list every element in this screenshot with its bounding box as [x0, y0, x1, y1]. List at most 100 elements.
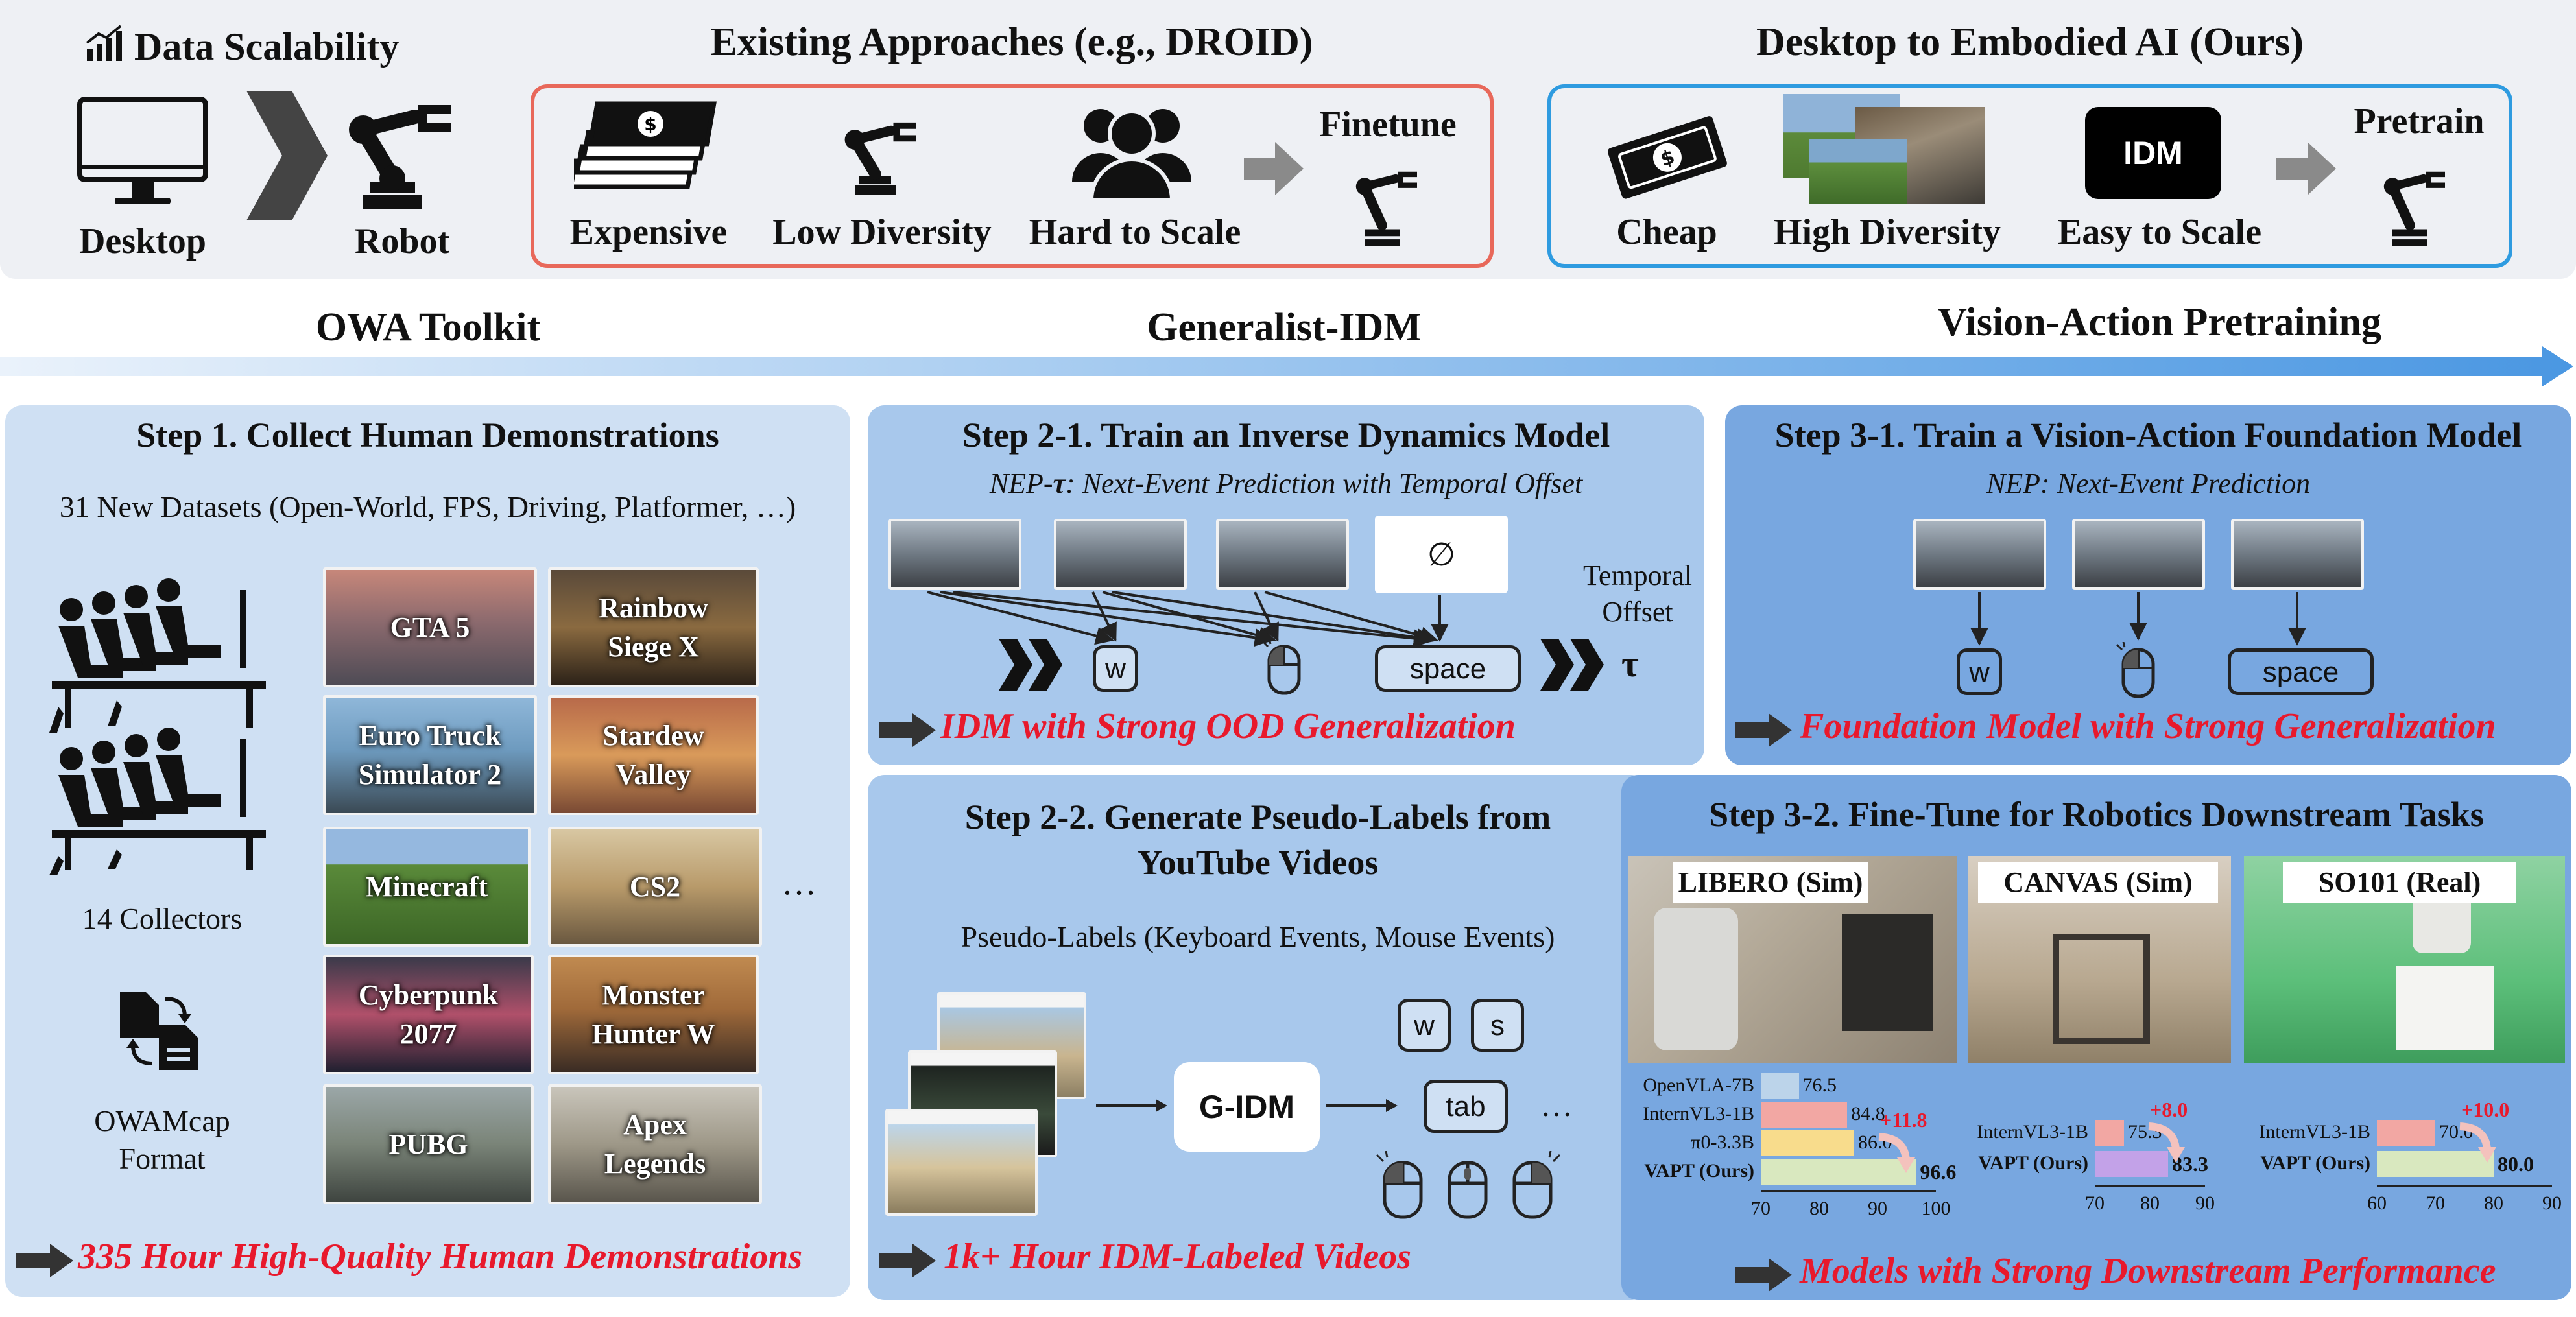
game-thumbnail: PUBG — [323, 1084, 534, 1204]
frame-3 — [2231, 519, 2364, 590]
x-tick-label: 90 — [2195, 1192, 2215, 1214]
x-tick-label: 70 — [2085, 1192, 2105, 1214]
format-line1: OWAMcap — [94, 1104, 230, 1137]
bar-label: OpenVLA-7B — [1643, 1074, 1754, 1096]
ours-title: Desktop to Embodied AI (Ours) — [1756, 20, 2304, 64]
null-frame: ∅ — [1375, 516, 1508, 593]
arrow-right-icon — [879, 1244, 936, 1277]
game-title-line: Simulator 2 — [358, 758, 502, 790]
key-w: w — [1093, 645, 1138, 692]
money-stack-icon: $ — [574, 101, 717, 189]
step2-2-result: 1k+ Hour IDM-Labeled Videos — [944, 1237, 1412, 1277]
bar — [2095, 1120, 2125, 1146]
key-w: w — [1398, 999, 1451, 1052]
temporal-offset-label: Temporal Offset — [1563, 558, 1712, 630]
more-labels-ellipsis: … — [1540, 1087, 1573, 1123]
game-title-line: Rainbow — [599, 591, 708, 624]
scalability-title-group: Data Scalability — [84, 21, 399, 73]
key-s: s — [1471, 999, 1524, 1052]
x-axis — [2377, 1185, 2552, 1187]
game-title-line: Legends — [604, 1147, 706, 1180]
temporal-line2: Offset — [1602, 596, 1673, 628]
libero-label: LIBERO (Sim) — [1673, 862, 1868, 903]
x-tick-label: 90 — [2542, 1192, 2562, 1214]
desktop-label: Desktop — [78, 221, 207, 261]
game-collage-image — [1783, 94, 1985, 204]
game-title-line: Valley — [615, 758, 691, 790]
game-title-line: Euro Truck — [359, 719, 501, 752]
collectors-icon — [49, 578, 266, 875]
x-tick-label: 70 — [2426, 1192, 2445, 1214]
game-title-line: Monster — [602, 979, 705, 1011]
stage-vision-action-pretraining: Vision-Action Pretraining — [1938, 300, 2381, 344]
game-thumbnail: Minecraft — [323, 827, 531, 947]
collectors-label: 14 Collectors — [82, 902, 243, 935]
game-title-line: Apex — [623, 1108, 687, 1141]
step1-result: 335 Hour High-Quality Human Demonstratio… — [78, 1237, 803, 1277]
bar-label: InternVL3-1B — [2259, 1121, 2370, 1143]
step2-2-title-line2: YouTube Videos — [1137, 843, 1379, 882]
x-axis — [2095, 1185, 2205, 1187]
arrow-right-icon — [1735, 713, 1792, 747]
bar — [1761, 1102, 1848, 1128]
frame-1 — [1913, 519, 2046, 590]
key-w: w — [1957, 648, 2002, 695]
game-thumbnail: Cyberpunk 2077 — [323, 955, 534, 1074]
game-title-line: Hunter W — [591, 1017, 715, 1050]
game-title-line: 2077 — [400, 1017, 457, 1050]
bar — [2095, 1151, 2169, 1177]
x-tick-label: 100 — [1921, 1198, 1951, 1219]
game-thumbnail: GTA 5 — [323, 567, 537, 687]
mouse-icons — [1376, 1151, 1561, 1219]
step3-1-result: Foundation Model with Strong Generalizat… — [1800, 706, 2496, 746]
step1-subtitle: 31 New Datasets (Open-World, FPS, Drivin… — [59, 490, 796, 523]
arrow-right-icon — [16, 1244, 73, 1277]
money-bill-icon: $ — [1607, 116, 1727, 199]
temporal-line1: Temporal — [1583, 560, 1692, 591]
step2-1-result: IDM with Strong OOD Generalization — [940, 706, 1516, 746]
robot-label: Robot — [354, 221, 450, 261]
arrow-right-icon — [1096, 1099, 1167, 1112]
ours-item-easy-to-scale: Easy to Scale — [2057, 212, 2262, 252]
bar-label: InternVL3-1B — [1977, 1121, 2088, 1143]
arrow-right-icon — [879, 713, 936, 747]
key-tab: tab — [1424, 1080, 1508, 1133]
ours-box — [1547, 84, 2512, 268]
more-games-ellipsis: … — [781, 863, 817, 902]
x-axis — [1761, 1190, 1936, 1192]
improvement-arrow-icon — [2459, 1122, 2496, 1163]
prediction-arrows — [1970, 592, 2306, 646]
existing-item-expensive: Expensive — [569, 212, 728, 252]
chevron-right-icon — [246, 91, 328, 220]
nep-prefix: NEP- — [989, 468, 1053, 499]
so101-label: SO101 (Real) — [2283, 862, 2516, 903]
step3-1-subtitle: NEP: Next-Event Prediction — [1986, 468, 2311, 499]
format-label: OWAMcap Format — [39, 1102, 285, 1178]
improvement-annotation: +8.0 — [2150, 1098, 2188, 1121]
arrow-right-icon — [2276, 142, 2336, 195]
key-space: space — [1375, 645, 1521, 692]
improvement-annotation: +11.8 — [1880, 1108, 1927, 1132]
x-tick-label: 90 — [1868, 1198, 1887, 1219]
frame-2 — [2072, 519, 2205, 590]
file-convert-icon — [120, 992, 198, 1070]
bar-label: InternVL3-1B — [1643, 1103, 1754, 1124]
bar — [1761, 1159, 1916, 1185]
robot-arm-icon — [844, 122, 916, 195]
mouse-click-icon — [1261, 639, 1301, 695]
step2-2-title-line1: Step 2-2. Generate Pseudo-Labels from — [964, 798, 1551, 836]
arrow-right-icon — [1244, 142, 1304, 195]
tau-symbol: τ — [1621, 643, 1639, 685]
arrow-right-icon — [1326, 1099, 1398, 1112]
game-title-line: Cyberpunk — [358, 979, 499, 1011]
x-tick-label: 70 — [1751, 1198, 1771, 1219]
frame-2 — [1054, 519, 1187, 590]
canvas-label: CANVAS (Sim) — [1978, 862, 2218, 903]
